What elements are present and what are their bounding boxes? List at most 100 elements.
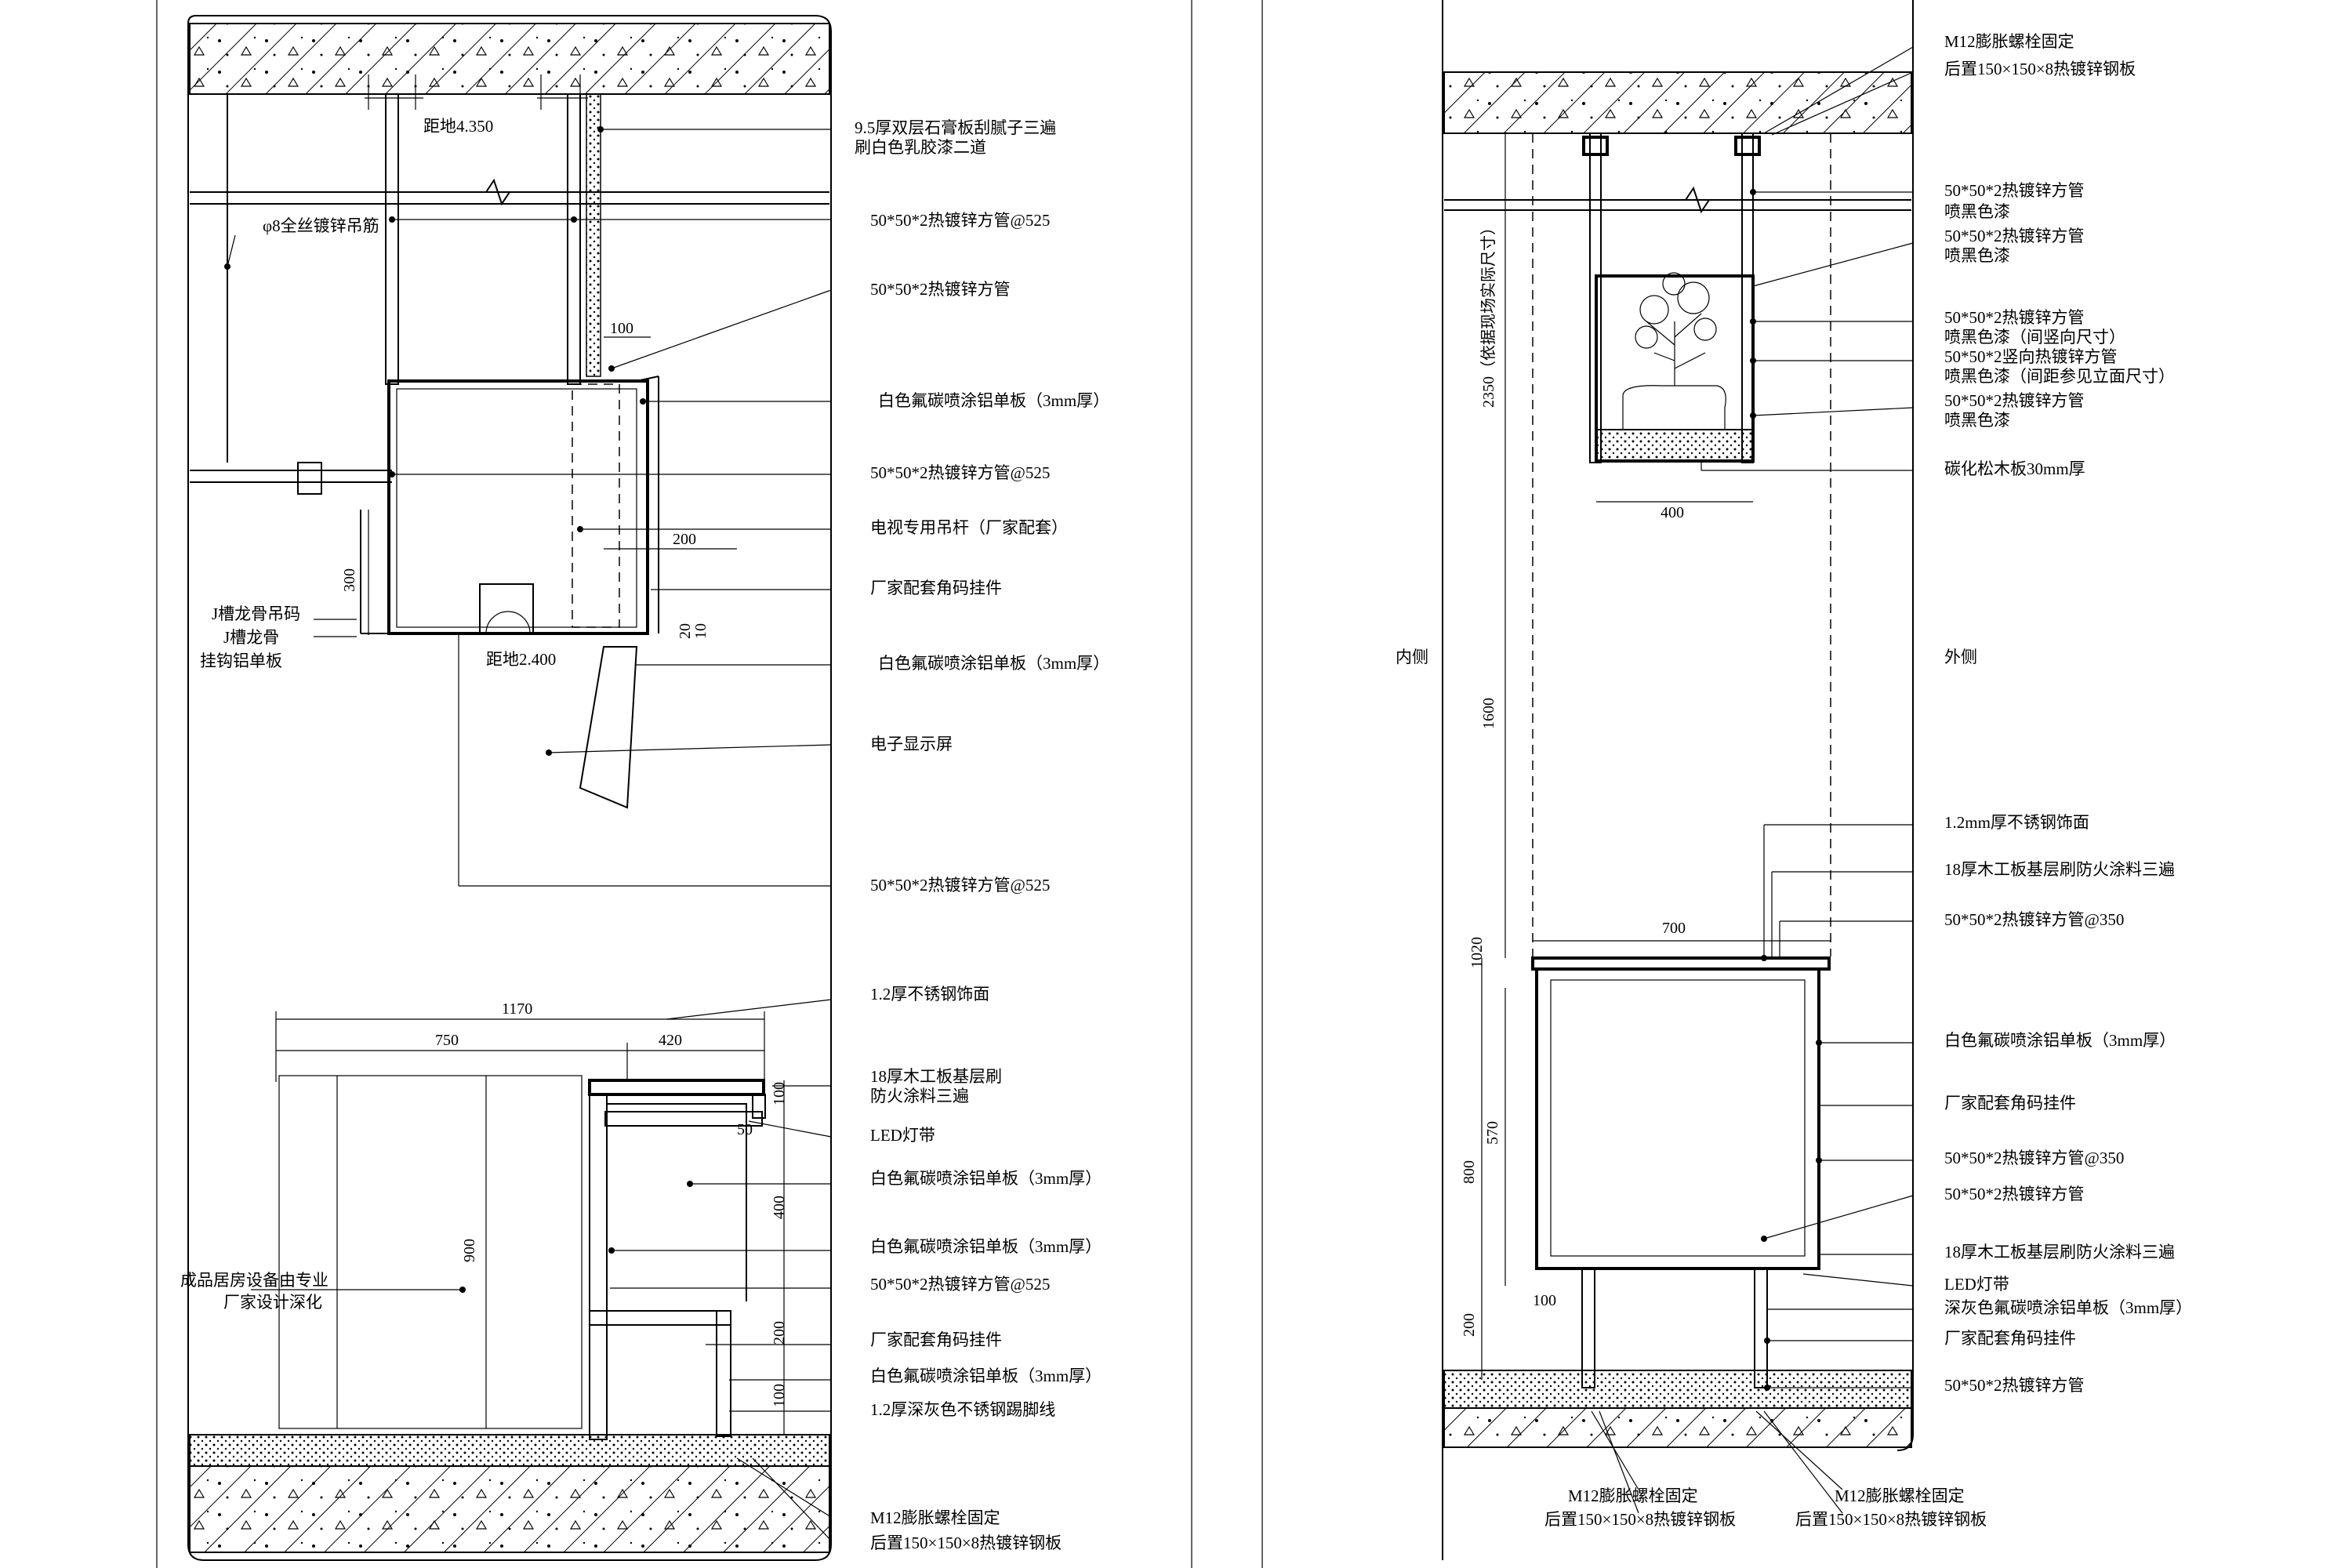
- dim-label: 300: [341, 568, 358, 592]
- right-label: LED灯带: [1944, 1275, 2009, 1294]
- dim-label: 750: [435, 1032, 459, 1049]
- left-label: 1.2厚不锈钢饰面: [870, 985, 989, 1004]
- dim-label: 20: [677, 623, 694, 639]
- side-label: J槽龙骨吊码: [212, 604, 300, 623]
- floor-slab-right: [1443, 1370, 1912, 1409]
- left-label: 刷白色乳胶漆二道: [855, 138, 986, 157]
- side-label: 成品居房设备由专业: [180, 1271, 328, 1290]
- lower-counter: [588, 1079, 765, 1096]
- right-labels: M12膨胀螺栓固定 后置150×150×8热镀锌钢板 50*50*2热镀锌方管 …: [1396, 32, 2192, 1529]
- left-label: 白色氟碳喷涂铝单板（3mm厚）: [870, 1367, 1102, 1385]
- counter-body: [1535, 967, 1820, 1270]
- dim-label: 10: [1468, 953, 1486, 968]
- right-label: 白色氟碳喷涂铝单板（3mm厚）: [1944, 1031, 2176, 1050]
- dim-label: 400: [771, 1196, 788, 1219]
- right-label: 喷黑色漆（间竖向尺寸）: [1944, 328, 2125, 347]
- level-label: 距地2.400: [486, 650, 556, 669]
- left-label: 白色氟碳喷涂铝单板（3mm厚）: [878, 654, 1109, 673]
- left-label: 电子显示屏: [870, 735, 953, 753]
- right-label: 50*50*2热镀锌方管@350: [1944, 1149, 2124, 1167]
- dim-label: 900: [461, 1239, 478, 1262]
- dim-label: 10: [692, 623, 710, 639]
- right-section: [1442, 0, 1914, 1560]
- upper-cabinet: [387, 379, 649, 635]
- dim-label: 570: [1484, 1121, 1501, 1145]
- left-label: M12膨胀螺栓固定: [870, 1508, 1000, 1527]
- dim-label: 700: [1662, 920, 1686, 937]
- left-label: 50*50*2热镀锌方管: [870, 280, 1011, 299]
- bottom-label: 后置150×150×8热镀锌钢板: [1544, 1510, 1736, 1529]
- right-label: 厂家配套角码挂件: [1944, 1329, 2076, 1348]
- right-label: M12膨胀螺栓固定: [1944, 32, 2074, 51]
- left-label: 厂家配套角码挂件: [870, 579, 1002, 597]
- display-screen: [579, 646, 638, 809]
- right-label: 喷黑色漆: [1944, 246, 2010, 265]
- left-label: 50*50*2热镀锌方管@525: [870, 463, 1050, 482]
- dim-label: 400: [1661, 504, 1684, 521]
- frame-lines: [156, 0, 1263, 1568]
- dim-label: 800: [1461, 1160, 1478, 1184]
- side-label: 挂钩铝单板: [200, 652, 282, 670]
- dim-label: 1170: [502, 1000, 532, 1018]
- left-label: 白色氟碳喷涂铝单板（3mm厚）: [870, 1169, 1102, 1188]
- left-label: 后置150×150×8热镀锌钢板: [870, 1534, 1062, 1552]
- left-label: 50*50*2热镀锌方管@525: [870, 211, 1050, 230]
- dim-label: 100: [610, 320, 633, 337]
- dim-label: 100: [771, 1384, 788, 1407]
- left-label: 厂家配套角码挂件: [870, 1330, 1002, 1349]
- right-label: 50*50*2竖向热镀锌方管: [1944, 347, 2118, 366]
- left-label: 白色氟碳喷涂铝单板（3mm厚）: [878, 391, 1109, 410]
- outer-side-label: 外侧: [1944, 648, 1977, 666]
- left-label: 白色氟碳喷涂铝单板（3mm厚）: [870, 1237, 1102, 1256]
- right-label: 厂家配套角码挂件: [1944, 1094, 2076, 1112]
- inner-side-label: 内侧: [1396, 648, 1428, 666]
- right-label: 50*50*2热镀锌方管: [1944, 1376, 2085, 1395]
- dim-label: 200: [673, 531, 696, 548]
- left-labels: 9.5厚双层石膏板刮腻子三遍 刷白色乳胶漆二道 50*50*2热镀锌方管@525…: [180, 117, 1109, 1552]
- left-label: 50*50*2热镀锌方管@525: [870, 1275, 1050, 1294]
- left-label: 1.2厚深灰色不锈钢踢脚线: [870, 1400, 1055, 1419]
- right-label: 50*50*2热镀锌方管: [1944, 308, 2085, 327]
- dim-label: 1600: [1480, 698, 1497, 729]
- left-label: 电视专用吊杆（厂家配套）: [870, 518, 1068, 537]
- dim-label: 100: [1533, 1292, 1556, 1309]
- right-label: 50*50*2热镀锌方管: [1944, 227, 2085, 245]
- right-label: 碳化松木板30mm厚: [1944, 459, 2085, 478]
- side-label: J槽龙骨: [223, 628, 279, 647]
- left-label: LED灯带: [870, 1126, 935, 1145]
- right-label: 50*50*2热镀锌方管: [1944, 391, 2085, 410]
- right-label: 50*50*2热镀锌方管: [1944, 1185, 2085, 1203]
- left-label: 50*50*2热镀锌方管@525: [870, 876, 1050, 895]
- dim-label: 2350（依据现场实际尺寸）: [1479, 220, 1497, 408]
- right-label: 50*50*2热镀锌方管: [1944, 181, 2085, 200]
- counter-top: [1531, 956, 1831, 971]
- bottom-label: M12膨胀螺栓固定: [1835, 1486, 1965, 1505]
- right-label: 1.2mm厚不锈钢饰面: [1944, 813, 2089, 832]
- right-label: 深灰色氟碳喷涂铝单板（3mm厚）: [1944, 1298, 2192, 1317]
- dim-label: 20: [1468, 937, 1486, 953]
- side-label: φ8全丝镀锌吊筋: [263, 216, 379, 235]
- bottom-label: M12膨胀螺栓固定: [1568, 1486, 1698, 1505]
- right-label: 18厚木工板基层刷防火涂料三遍: [1944, 1243, 2175, 1261]
- bottom-label: 后置150×150×8热镀锌钢板: [1795, 1510, 1987, 1529]
- dim-label: 100: [771, 1082, 788, 1105]
- dim-label: 200: [771, 1321, 788, 1345]
- left-label: 9.5厚双层石膏板刮腻子三遍: [855, 118, 1056, 137]
- right-label: 喷黑色漆（间距参见立面尺寸）: [1944, 367, 2175, 386]
- floor-slab: [189, 1434, 830, 1467]
- equipment-cabinet: [278, 1075, 583, 1429]
- right-label: 喷黑色漆: [1944, 202, 2010, 221]
- left-label: 防火涂料三遍: [870, 1087, 969, 1105]
- left-label: 18厚木工板基层刷: [870, 1067, 1002, 1086]
- left-section: [187, 15, 832, 1561]
- level-label: 距地4.350: [423, 117, 493, 136]
- dim-label: 200: [1461, 1313, 1478, 1337]
- dim-label: 50: [737, 1121, 753, 1138]
- side-label: 厂家设计深化: [223, 1293, 322, 1312]
- right-label: 50*50*2热镀锌方管@350: [1944, 910, 2124, 929]
- right-label: 喷黑色漆: [1944, 411, 2010, 430]
- dim-label: 420: [659, 1032, 682, 1049]
- right-label: 18厚木工板基层刷防火涂料三遍: [1944, 860, 2175, 879]
- right-label: 后置150×150×8热镀锌钢板: [1944, 60, 2136, 78]
